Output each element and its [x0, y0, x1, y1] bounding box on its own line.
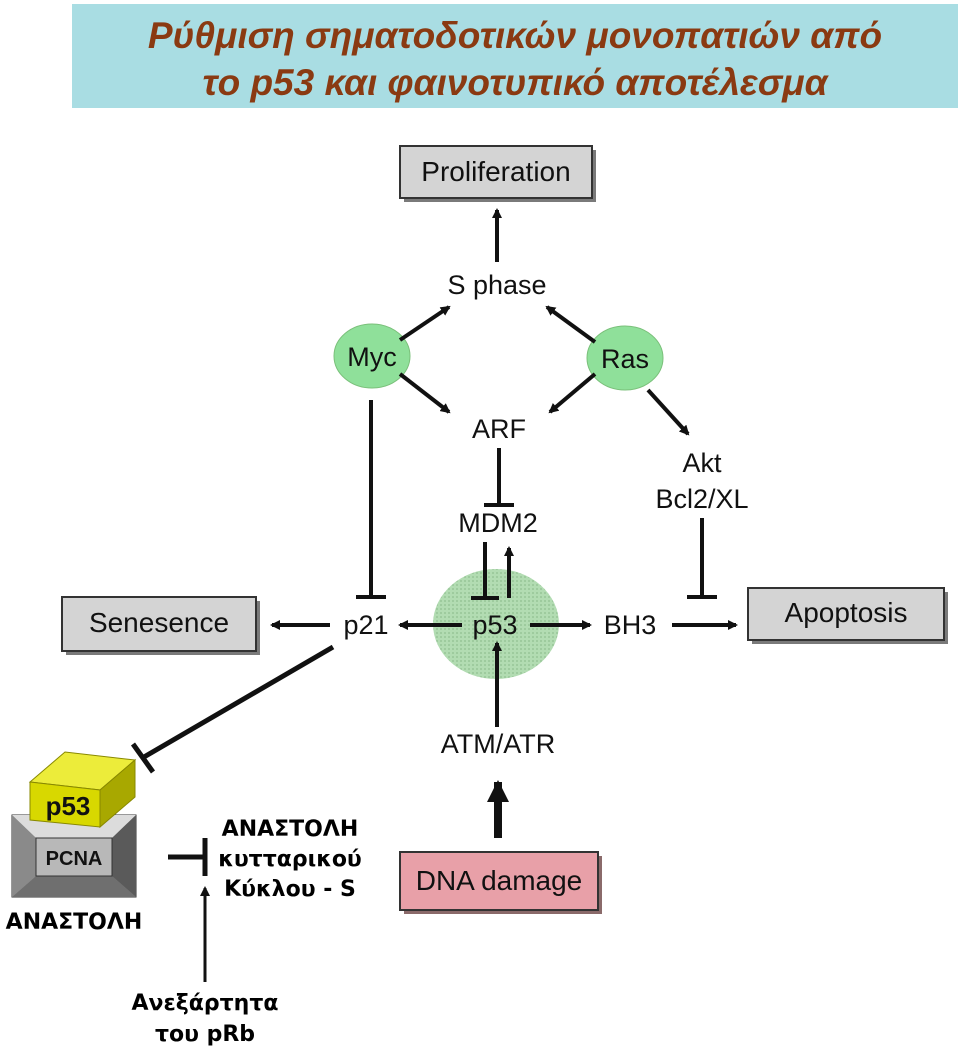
ras-node: Ras [586, 325, 664, 391]
myc-to-s-phase-arrow [398, 305, 451, 342]
p21-label: p21 [343, 610, 388, 640]
myc-label: Myc [347, 342, 397, 372]
title-line-1: Ρύθμιση σηματοδοτικών μονοπατιών από [147, 15, 883, 56]
title-line-2: το p53 και φαινοτυπικό αποτέλεσμα [202, 62, 828, 103]
title-banner [72, 4, 958, 108]
proliferation-label: Proliferation [421, 156, 570, 187]
senesence-box: Senesence [61, 596, 260, 655]
ras-to-akt-arrow [646, 388, 690, 436]
p53-halo [433, 569, 559, 679]
pcna-label: PCNA [46, 848, 103, 870]
independent-line2: του pRb [155, 1022, 255, 1047]
independent-line1: Ανεξάρτητα [132, 991, 279, 1016]
ras-label: Ras [601, 344, 649, 374]
akt-label: Akt [682, 448, 722, 478]
p53-label: p53 [472, 610, 517, 640]
bcl2-label: Bcl2/XL [655, 484, 748, 514]
s-phase-label: S phase [447, 270, 546, 300]
ras-to-arf-arrow [548, 372, 597, 414]
inhibition-right-line3: Κύκλου - S [224, 877, 356, 902]
apoptosis-box: Apoptosis [747, 587, 948, 644]
pcna-p53-complex: PCNA p53 [11, 751, 137, 898]
myc-to-arf-arrow [398, 372, 451, 414]
senesence-label: Senesence [89, 607, 229, 638]
bh3-label: BH3 [604, 610, 657, 640]
proliferation-box: Proliferation [399, 145, 596, 202]
ras-to-s-phase-arrow [545, 305, 597, 344]
inhibition-right-line2: κυτταρικού [218, 847, 362, 872]
myc-node: Myc [333, 323, 411, 389]
dna-damage-box: DNA damage [399, 851, 602, 914]
arf-label: ARF [472, 414, 526, 444]
inhibition-left-label: ΑΝΑΣΤΟΛΗ [6, 910, 143, 935]
inhibition-right-line1: ΑΝΑΣΤΟΛΗ [222, 817, 359, 842]
dna-damage-label: DNA damage [416, 865, 583, 896]
p21-inhibits-pcna [142, 644, 335, 760]
apoptosis-label: Apoptosis [785, 597, 908, 628]
p53-block-label: p53 [46, 791, 91, 821]
atm-atr-label: ATM/ATR [441, 729, 556, 759]
mdm2-label: MDM2 [458, 508, 538, 538]
